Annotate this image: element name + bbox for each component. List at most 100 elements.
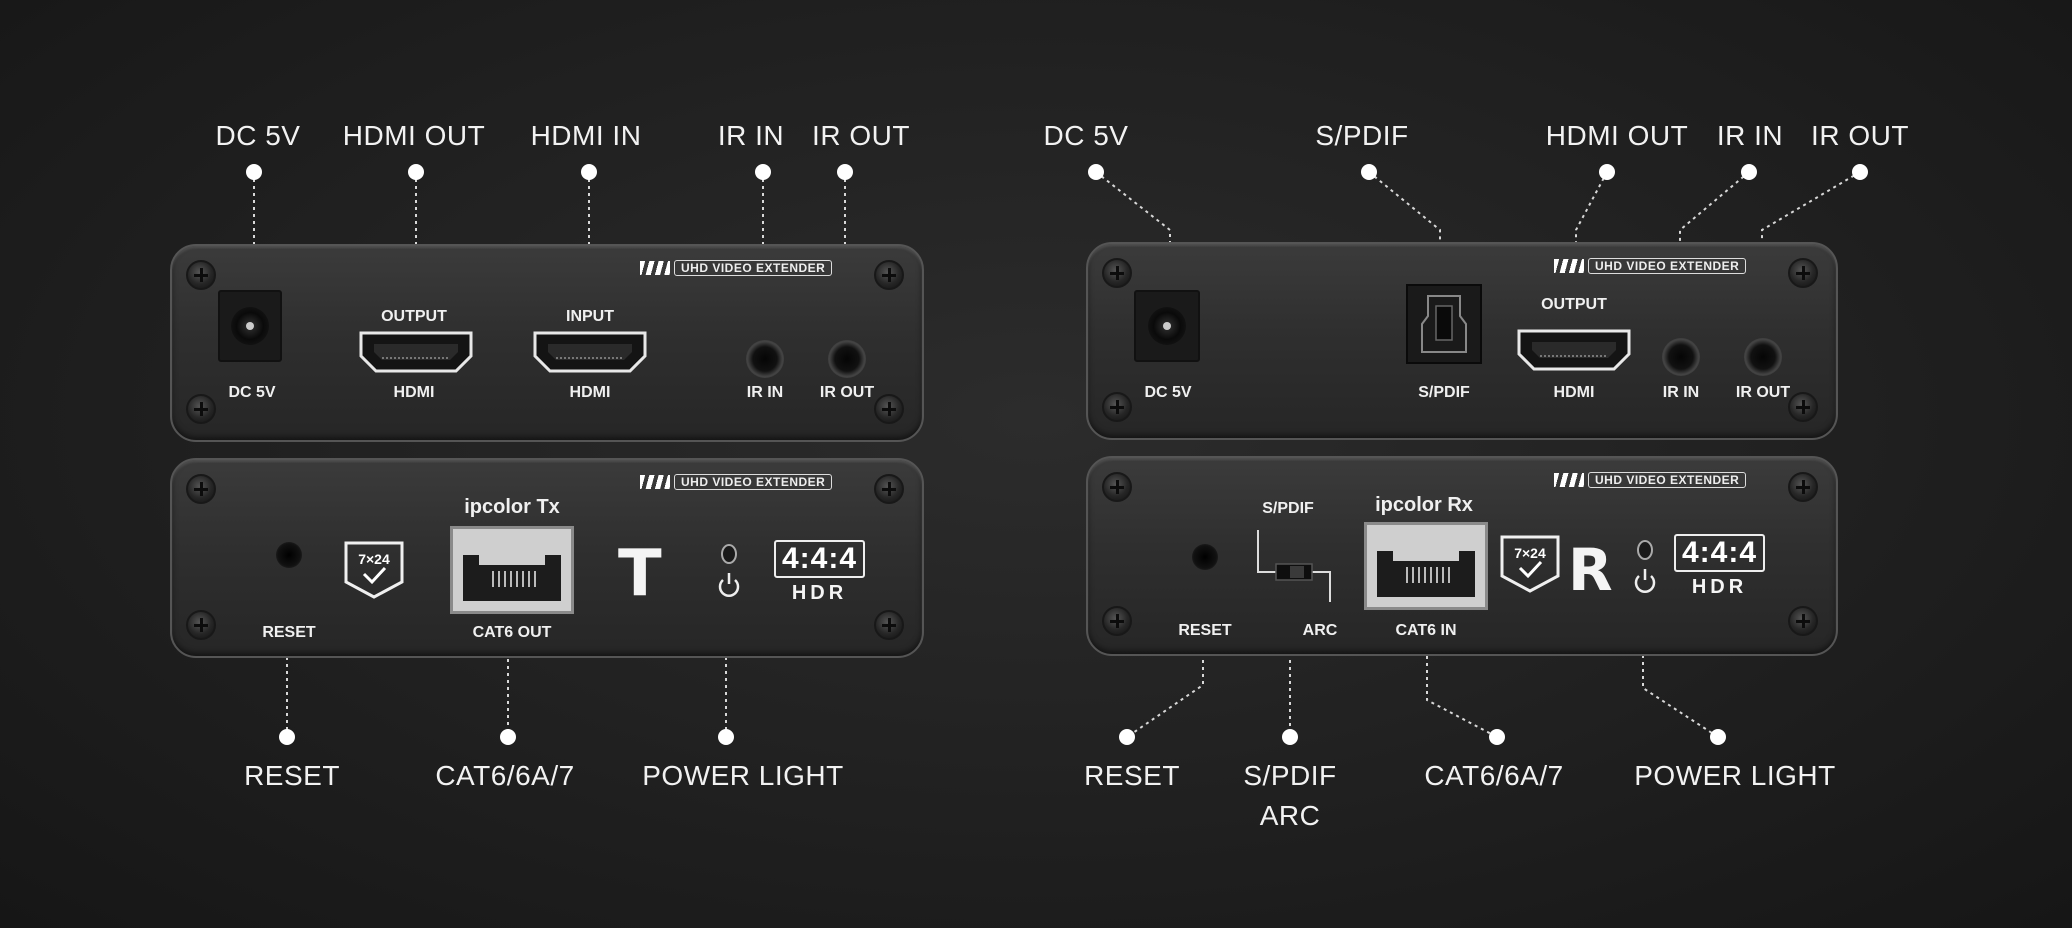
ir-out-jack <box>1744 338 1782 376</box>
callout-tx-ir-in: IR IN <box>717 120 785 151</box>
reset-label: RESET <box>262 624 316 641</box>
callout-tx-reset: RESET <box>244 760 340 791</box>
callout-tx-power-light: POWER LIGHT <box>642 760 844 791</box>
hdr-badge: 4:4:4 HDR <box>774 540 866 605</box>
hdmi-input-port <box>533 331 647 373</box>
quality-label: 4:4:4 <box>1674 534 1766 572</box>
rj45-cat6-port <box>450 526 574 614</box>
screw-icon <box>186 610 216 640</box>
dc-port-label: DC 5V <box>1144 384 1192 401</box>
callout-dot <box>1852 164 1868 180</box>
hdr-label: HDR <box>1691 576 1748 598</box>
brand-stripes-icon <box>1554 259 1584 273</box>
callout-dot <box>500 729 516 745</box>
callout-dot <box>718 729 734 745</box>
tx-letter-logo: T <box>618 537 662 611</box>
screw-icon <box>1788 606 1818 636</box>
callout-rx-hdmi-out: HDMI OUT <box>1545 120 1689 151</box>
brand-stripes-icon <box>640 261 670 275</box>
brand-text: UHD VIDEO EXTENDER <box>674 260 833 276</box>
dc-power-jack <box>1134 290 1200 362</box>
callout-rx-dc-5v: DC 5V <box>1043 120 1129 151</box>
callout-dot <box>1282 729 1298 745</box>
callout-dot <box>1741 164 1757 180</box>
screw-icon <box>186 260 216 290</box>
callout-dot <box>1489 729 1505 745</box>
brand-stripes-icon <box>640 475 670 489</box>
callout-rx-arc: ARC <box>1259 800 1321 831</box>
hdr-badge: 4:4:4 HDR <box>1674 534 1766 599</box>
callout-dot <box>837 164 853 180</box>
callout-dot <box>1088 164 1104 180</box>
screw-icon <box>1102 258 1132 288</box>
brand-text: UHD VIDEO EXTENDER <box>1588 472 1747 488</box>
screw-icon <box>1102 606 1132 636</box>
callout-rx-spdif: S/PDIF <box>1243 760 1337 791</box>
callout-dot <box>1361 164 1377 180</box>
screw-icon <box>186 474 216 504</box>
rx-front-panel: UHD VIDEO EXTENDER RESET S/PDIF ARC ipco… <box>1086 456 1838 656</box>
callout-rx-cat6: CAT6/6A/7 <box>1424 760 1564 791</box>
hdmi-output-port <box>359 331 473 373</box>
spdif-label: S/PDIF <box>1418 384 1470 401</box>
brand-stripes-icon <box>1554 473 1584 487</box>
reset-button[interactable] <box>1192 544 1218 570</box>
callout-rx-power-light: POWER LIGHT <box>1634 760 1836 791</box>
screw-icon <box>186 394 216 424</box>
7x24-shield-icon: 7×24 <box>1500 535 1560 593</box>
reset-button[interactable] <box>276 542 302 568</box>
brand-label: UHD VIDEO EXTENDER <box>1554 258 1747 274</box>
screw-icon <box>1788 472 1818 502</box>
callout-dot <box>1119 729 1135 745</box>
hdmi-in-bottom-label: HDMI <box>569 384 611 401</box>
callout-rx-reset: RESET <box>1084 760 1180 791</box>
callout-dot <box>1599 164 1615 180</box>
callout-rx-spdif: S/PDIF <box>1315 120 1409 151</box>
rx-letter-logo: R <box>1568 536 1613 604</box>
hdmi-in-top-label: INPUT <box>566 308 614 325</box>
hdmi-out-top-label: OUTPUT <box>381 308 447 325</box>
screw-icon <box>874 610 904 640</box>
switch-arc-label: ARC <box>1302 622 1338 639</box>
screw-icon <box>874 394 904 424</box>
spdif-arc-switch[interactable] <box>1254 526 1336 606</box>
brand-label: UHD VIDEO EXTENDER <box>640 474 833 490</box>
callout-dot <box>581 164 597 180</box>
screw-icon <box>1788 392 1818 422</box>
screw-icon <box>1102 392 1132 422</box>
callout-tx-cat6: CAT6/6A/7 <box>435 760 575 791</box>
model-label: ipcolor Tx <box>464 496 560 518</box>
callout-rx-ir-out: IR OUT <box>1811 120 1909 151</box>
brand-text: UHD VIDEO EXTENDER <box>1588 258 1747 274</box>
hdmi-out-bottom-label: HDMI <box>393 384 435 401</box>
switch-spdif-label: S/PDIF <box>1262 500 1314 517</box>
7x24-shield-icon: 7×24 <box>344 541 404 599</box>
screw-icon <box>874 260 904 290</box>
quality-label: 4:4:4 <box>774 540 866 578</box>
ir-out-label: IR OUT <box>1735 384 1791 401</box>
hdmi-output-port <box>1517 329 1631 371</box>
power-light-icon <box>718 544 740 597</box>
brand-label: UHD VIDEO EXTENDER <box>640 260 833 276</box>
brand-text: UHD VIDEO EXTENDER <box>674 474 833 490</box>
hdmi-out-top-label: OUTPUT <box>1541 296 1607 313</box>
callout-rx-ir-in: IR IN <box>1716 120 1784 151</box>
screw-icon <box>1102 472 1132 502</box>
callout-dot <box>279 729 295 745</box>
ir-in-jack <box>746 340 784 378</box>
hdr-label: HDR <box>791 582 848 604</box>
rx-back-panel: UHD VIDEO EXTENDER DC 5V S/PDIF OUTPUT H… <box>1086 242 1838 440</box>
cat6-in-label: CAT6 IN <box>1395 622 1457 639</box>
tx-front-panel: UHD VIDEO EXTENDER RESET 7×24 ipcolor Tx… <box>170 458 924 658</box>
ir-in-label: IR IN <box>1662 384 1700 401</box>
callout-tx-dc-5v: DC 5V <box>215 120 301 151</box>
svg-text:7×24: 7×24 <box>1514 545 1546 561</box>
screw-icon <box>874 474 904 504</box>
callout-dot <box>1710 729 1726 745</box>
hdmi-out-bottom-label: HDMI <box>1553 384 1595 401</box>
callout-dot <box>755 164 771 180</box>
callout-tx-ir-out: IR OUT <box>812 120 910 151</box>
dc-port-label: DC 5V <box>228 384 276 401</box>
power-light-icon <box>1634 540 1656 593</box>
dc-power-jack <box>218 290 282 362</box>
